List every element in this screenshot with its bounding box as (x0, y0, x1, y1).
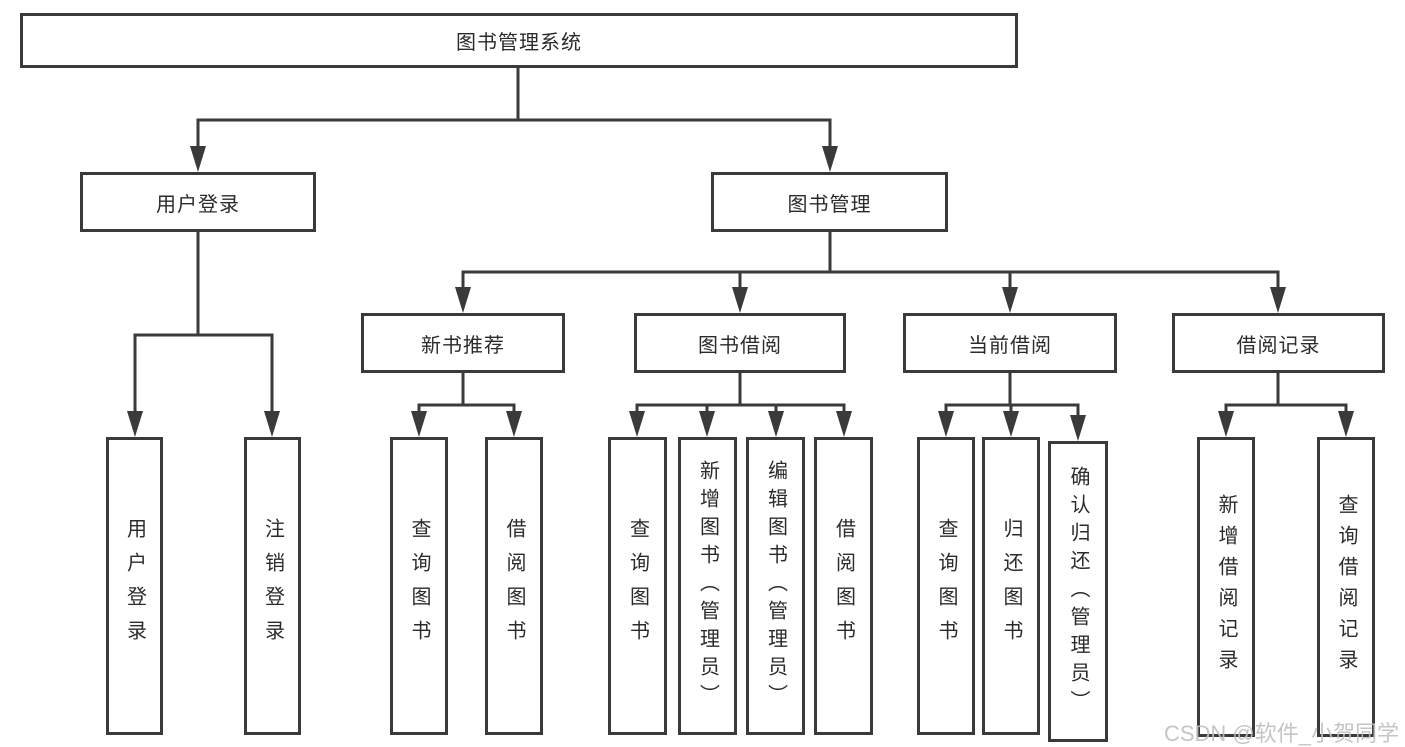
node-borrow-records-label: 借阅记录 (1236, 334, 1321, 357)
arrowhead (822, 146, 838, 172)
leaf-borrow-book-newbook-label: 借阅图书 (503, 518, 525, 654)
node-current-borrow-label: 当前借阅 (968, 334, 1052, 357)
leaf-add-borrow-record: 新增借阅记录 (1197, 437, 1255, 737)
leaf-return-book-label: 归还图书 (1000, 518, 1022, 654)
arrowhead (1270, 287, 1286, 313)
node-root: 图书管理系统 (20, 13, 1018, 68)
leaf-query-book-borrow: 查询图书 (608, 437, 667, 735)
arrowhead (190, 146, 206, 172)
node-root-label: 图书管理系统 (456, 32, 582, 54)
leaf-logout: 注销登录 (244, 437, 301, 735)
leaf-add-book-admin: 新增图书（管理员） (678, 437, 737, 735)
node-new-book-recommend-label: 新书推荐 (421, 334, 505, 357)
leaf-add-book-admin-label: 新增图书（管理员） (696, 460, 719, 712)
leaf-query-book-current: 查询图书 (917, 437, 975, 735)
leaf-logout-label: 注销登录 (261, 518, 284, 654)
leaf-query-book-current-label: 查询图书 (935, 518, 957, 654)
leaf-borrow-book-borrow-label: 借阅图书 (832, 518, 855, 654)
leaf-query-book-borrow-label: 查询图书 (626, 518, 649, 654)
arrowhead (629, 411, 645, 437)
arrowhead (1338, 411, 1354, 437)
leaf-query-borrow-record-label: 查询借阅记录 (1335, 494, 1357, 680)
arrowhead (836, 411, 852, 437)
leaf-query-book-newbook-label: 查询图书 (408, 518, 430, 654)
leaf-query-book-newbook: 查询图书 (390, 437, 448, 735)
arrowhead (411, 411, 427, 437)
leaf-user-login: 用户登录 (106, 437, 163, 735)
arrowhead (1003, 411, 1019, 437)
leaf-borrow-book-borrow: 借阅图书 (814, 437, 873, 735)
watermark: CSDN @软件_小贺同学 (1163, 721, 1399, 746)
node-new-book-recommend: 新书推荐 (361, 313, 565, 373)
leaf-edit-book-admin-label: 编辑图书（管理员） (764, 460, 787, 712)
arrowhead (455, 287, 471, 313)
node-user-login-label: 用户登录 (156, 193, 240, 216)
arrowhead (1218, 411, 1234, 437)
node-book-borrow-label: 图书借阅 (698, 334, 782, 357)
arrowhead (506, 411, 522, 437)
leaf-confirm-return-admin: 确认归还（管理员） (1048, 441, 1108, 742)
node-book-management-label: 图书管理 (787, 193, 872, 216)
arrowhead (127, 411, 143, 437)
leaf-edit-book-admin: 编辑图书（管理员） (746, 437, 805, 735)
node-current-borrow: 当前借阅 (903, 313, 1117, 373)
leaf-add-borrow-record-label: 新增借阅记录 (1215, 494, 1237, 680)
arrowhead (938, 411, 954, 437)
leaf-user-login-label: 用户登录 (123, 518, 146, 654)
arrowhead (699, 411, 715, 437)
node-user-login: 用户登录 (80, 172, 316, 232)
leaf-return-book: 归还图书 (982, 437, 1040, 735)
leaf-query-borrow-record: 查询借阅记录 (1317, 437, 1375, 737)
leaf-borrow-book-newbook: 借阅图书 (485, 437, 543, 735)
leaf-confirm-return-admin-label: 确认归还（管理员） (1067, 465, 1089, 718)
arrowhead (1002, 287, 1018, 313)
node-book-borrow: 图书借阅 (634, 313, 846, 373)
arrowhead (732, 287, 748, 313)
arrowhead (768, 411, 784, 437)
node-book-management: 图书管理 (711, 172, 948, 232)
arrowhead (264, 411, 280, 437)
node-borrow-records: 借阅记录 (1172, 313, 1385, 373)
arrowhead (1070, 415, 1086, 441)
